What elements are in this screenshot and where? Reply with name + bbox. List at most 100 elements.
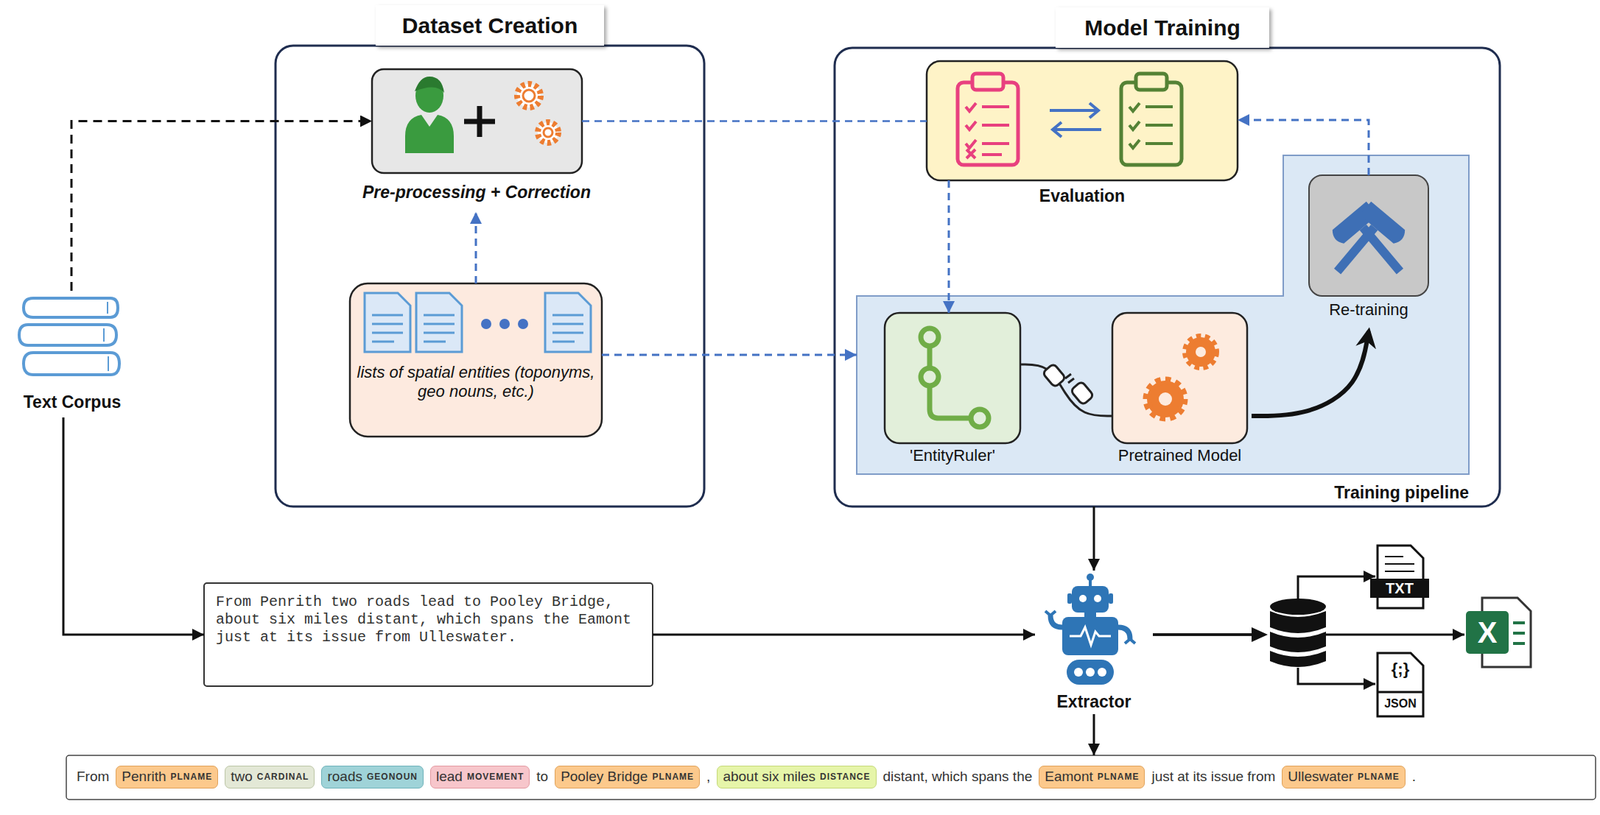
dashed-connector bbox=[948, 180, 951, 314]
books-icon bbox=[19, 298, 120, 375]
entity-tag: EamontPLNAME bbox=[1038, 766, 1145, 789]
txt-file-icon-part bbox=[1370, 579, 1430, 599]
robot-icon-part bbox=[1079, 595, 1087, 603]
connector bbox=[1152, 576, 1376, 635]
entity-list-box: lists of spatial entities (toponyms, geo… bbox=[349, 283, 602, 437]
entity-type: PLNAME bbox=[1357, 772, 1400, 783]
ellipsis-dots-part bbox=[481, 318, 492, 330]
sentence-box-outline bbox=[204, 583, 653, 687]
txt-file-icon-part bbox=[1377, 545, 1424, 609]
excel-file-icon-part bbox=[1513, 623, 1525, 644]
panel-outline bbox=[275, 45, 705, 507]
node-caption: Pretrained Model bbox=[1090, 446, 1270, 466]
entity-list-box-outline bbox=[349, 283, 602, 437]
sentence-box: From Penrith two roads lead to Pooley Br… bbox=[204, 583, 653, 687]
document-icons bbox=[364, 293, 591, 353]
panel-title: Dataset Creation bbox=[375, 5, 605, 46]
document-icons-part bbox=[364, 293, 411, 353]
database-icon bbox=[1251, 598, 1326, 668]
entity-tag: PenrithPLNAME bbox=[115, 766, 219, 789]
sentence-fragment: distant, which spans the bbox=[883, 769, 1033, 787]
clipboard-failed-part bbox=[965, 103, 1010, 159]
component-box: Pretrained Model bbox=[1090, 313, 1270, 470]
robot-icon bbox=[1045, 573, 1136, 686]
entity-text: Pooley Bridge bbox=[560, 769, 648, 787]
entity-type: PLNAME bbox=[651, 772, 694, 783]
document-icons-part bbox=[372, 315, 584, 342]
txt-file: TXT bbox=[1375, 543, 1424, 610]
connector bbox=[1020, 364, 1113, 417]
ellipsis-dots-part bbox=[499, 318, 510, 330]
retraining-box: Re-training bbox=[1301, 175, 1436, 326]
json-file: {;}JSON bbox=[1375, 651, 1426, 719]
clipboard-failed-part bbox=[957, 82, 1019, 166]
person-icon-part bbox=[414, 76, 445, 93]
node-caption: Re-training bbox=[1301, 300, 1436, 320]
books-icon-part bbox=[23, 298, 118, 318]
entity-type: GEONOUN bbox=[366, 772, 418, 783]
hammers-icon-part bbox=[1323, 201, 1408, 291]
connector bbox=[1251, 331, 1369, 417]
plus-symbol bbox=[464, 106, 496, 138]
txt-file-icon-part bbox=[1384, 556, 1415, 572]
panel: Pre-processing + Correctionlists of spat… bbox=[275, 45, 705, 507]
exchange-arrows bbox=[1049, 103, 1102, 138]
annotated-output-outline bbox=[66, 755, 1596, 800]
excel-file: X bbox=[1464, 596, 1533, 669]
person-icon-part bbox=[405, 114, 454, 154]
person-icon bbox=[405, 76, 454, 154]
entity-text: two bbox=[230, 769, 253, 787]
evaluation-box: Evaluation bbox=[926, 61, 1238, 209]
model-gears-icon-part bbox=[1195, 346, 1206, 358]
panel-title: Model Training bbox=[1055, 7, 1270, 48]
books-icon-part bbox=[103, 302, 109, 372]
database-icon-part bbox=[1269, 651, 1326, 668]
model-gears-icon-part bbox=[1146, 380, 1184, 418]
node-caption: Text Corpus bbox=[5, 392, 139, 414]
json-file-icon-part bbox=[1377, 691, 1424, 694]
database-icon-part bbox=[1269, 611, 1326, 634]
sentence-fragment: , bbox=[706, 769, 711, 787]
retraining-box-outline bbox=[1309, 175, 1429, 297]
dashed-connector bbox=[475, 212, 478, 284]
entity-type: PLNAME bbox=[170, 772, 213, 783]
panel: Evaluation 'EntityRuler' Pretrained Model R… bbox=[834, 47, 1500, 507]
file-type: TXT bbox=[1370, 579, 1430, 599]
rule-path-icon-part bbox=[970, 409, 989, 428]
sentence-row: FromPenrithPLNAMEtwoCARDINALroadsGEONOUN… bbox=[66, 755, 1596, 800]
clipboard-passed-part bbox=[1129, 103, 1173, 149]
clipboard-passed-part bbox=[1135, 73, 1167, 90]
robot-icon-part bbox=[1086, 573, 1094, 582]
database-icon-part bbox=[1269, 598, 1326, 616]
gears-icon-part bbox=[543, 128, 553, 138]
rule-path-icon-part bbox=[920, 368, 939, 387]
connector bbox=[63, 417, 205, 635]
entity-tag: Pooley BridgePLNAME bbox=[554, 766, 700, 789]
robot-icon-part bbox=[1045, 611, 1136, 644]
database-icon-part bbox=[1251, 627, 1268, 643]
dashed-connector bbox=[71, 121, 373, 292]
plug-icon-part bbox=[1070, 381, 1094, 406]
extractor-robot: Extractor bbox=[1034, 570, 1153, 715]
node-caption: Extractor bbox=[1034, 692, 1153, 714]
component-box: 'EntityRuler' bbox=[884, 313, 1021, 470]
entity-tag: roadsGEONOUN bbox=[321, 766, 424, 789]
hammers-icon-part bbox=[1329, 201, 1415, 291]
entity-text: Ulleswater bbox=[1287, 769, 1354, 787]
robot-icon-part bbox=[1067, 593, 1072, 605]
dashed-connector bbox=[1237, 120, 1369, 176]
hammers-icon bbox=[1323, 201, 1416, 291]
excel-file-icon-part bbox=[1465, 611, 1509, 655]
entity-text: roads bbox=[327, 769, 363, 787]
model-gears-icon-part bbox=[1186, 337, 1216, 367]
dashed-connector bbox=[601, 354, 857, 357]
entity-text: lead bbox=[436, 769, 463, 787]
plug-icon-part bbox=[1042, 363, 1066, 389]
gears-icon bbox=[517, 83, 559, 143]
dashed-connector bbox=[581, 120, 927, 123]
robot-icon-part bbox=[1062, 617, 1119, 656]
